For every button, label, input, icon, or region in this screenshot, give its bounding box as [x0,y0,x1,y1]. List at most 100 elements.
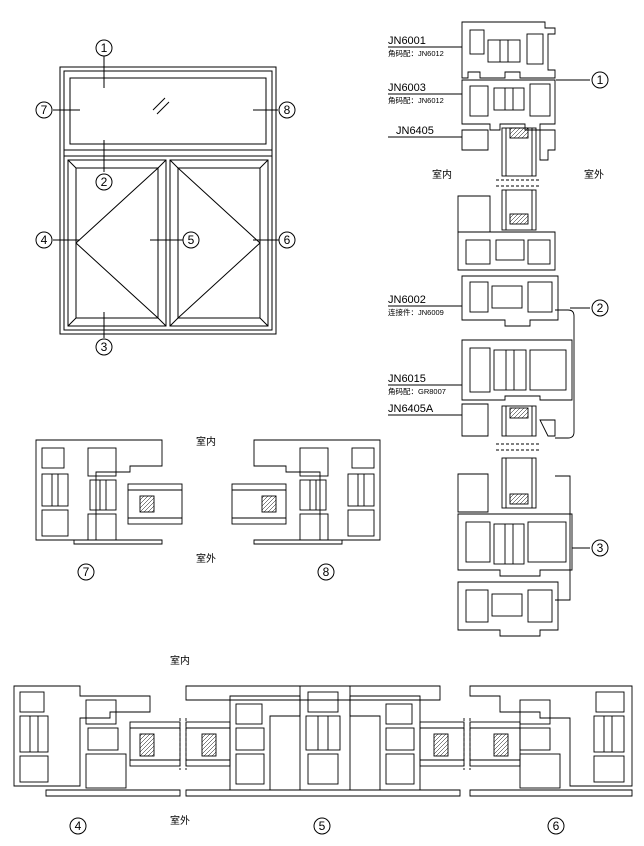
profile-chamber [19,755,49,783]
thermal-break [495,239,525,261]
profile-code: JN6001 [388,35,426,47]
glass-unit-lower [501,405,537,437]
glass-unit [231,483,287,525]
callout-label: 8 [323,565,330,579]
left-sash-glass [75,167,159,319]
transom-glass [69,77,267,145]
spacer [139,733,155,757]
callout-label: 3 [597,541,604,555]
profile-chamber [526,33,544,65]
spacer [509,493,529,505]
callout-label: 5 [188,233,195,247]
glazing-bead [539,419,556,437]
spacer [509,213,529,225]
profile-label-jn6405: JN6405 [396,125,434,137]
mullion-profile [299,685,351,791]
spacer [509,127,529,139]
section-callout-5: 5 [313,817,331,835]
callout-circle [35,231,53,249]
glass-mark [156,101,170,115]
profile-jn6002 [461,275,559,327]
callout-circle [95,39,113,57]
thermal-break [87,727,119,751]
profile-code: JN6002 [388,294,426,306]
thermal-break [493,523,525,565]
profile-code: JN6015 [388,373,426,385]
sash-chamber [87,447,117,477]
profile-chamber [307,753,339,785]
profile-chamber [469,347,491,393]
section-8 [231,439,381,545]
left-sash [67,159,167,327]
sash-corner [259,317,269,327]
profile-code: JN6405A [388,403,434,415]
outer-trim [555,309,575,439]
callout-label: 4 [75,819,82,833]
profile-chamber [41,509,69,537]
profile-note: 角码配：JN6012 [388,48,444,58]
spacer [201,733,217,757]
thermal-break [519,727,551,751]
thermal-break [491,593,523,617]
sash-top [457,231,556,271]
profile-chamber [41,447,65,469]
profile-chamber [469,281,489,313]
thermal-break [493,87,525,111]
profile-chamber [465,239,491,265]
left-opening-indicator [75,166,159,320]
thermal-break [593,715,625,753]
callout-label: 3 [101,340,108,354]
profile-chamber [19,691,45,713]
frame-inner-line [63,70,273,331]
callout-label: 5 [319,819,326,833]
profile-jn6015 [461,339,573,401]
profile-label-jn6001: JN6001 角码配：JN6012 [388,35,444,58]
vertical-section [388,21,590,637]
callout-circle [547,817,565,835]
sash-lip [185,789,461,797]
callout-circle [182,231,200,249]
glass-mark [152,97,166,111]
callout-3: 3 [95,338,113,356]
callout-label: 4 [41,233,48,247]
callout-1: 1 [95,39,113,57]
frame-profile [253,439,381,541]
callout-circle [591,539,609,557]
profile-jn6405a [461,403,489,437]
profile-jn6001 [461,21,556,79]
section-callout-7: 7 [77,563,95,581]
outdoor-label: 室外 [196,552,216,565]
sash-chamber [385,703,413,725]
thermal-break [493,349,527,391]
sash-chamber [385,753,415,785]
profile-chamber [527,281,553,313]
profile-chamber [527,239,551,265]
frame-profile [35,439,163,541]
profile-chamber [469,29,485,55]
spacer [433,733,449,757]
bottom-frame [457,581,559,637]
sash-chamber [85,699,117,725]
sash-chamber [519,699,551,725]
callout-label: 1 [597,73,604,87]
callout-label: 1 [101,41,108,55]
thermal-break [385,727,415,751]
sash-lip [73,539,163,545]
profile-note: 角码配：JN6012 [388,95,444,105]
thermal-break [487,39,521,63]
sash-lip [253,539,343,545]
callout-label: 7 [83,565,90,579]
sash-chamber [235,753,265,785]
thermal-break [89,479,117,511]
indoor-label: 室内 [432,168,452,181]
callout-circle [313,817,331,835]
profile-note: 角码配：GR8007 [388,386,446,396]
callout-label: 2 [597,301,604,315]
glazing-bead [539,129,556,161]
indoor-label: 室内 [196,435,216,448]
callout-label: 8 [284,103,291,117]
profile-chamber [593,755,625,783]
sash-corner [259,159,269,169]
profile-chamber [529,349,567,391]
